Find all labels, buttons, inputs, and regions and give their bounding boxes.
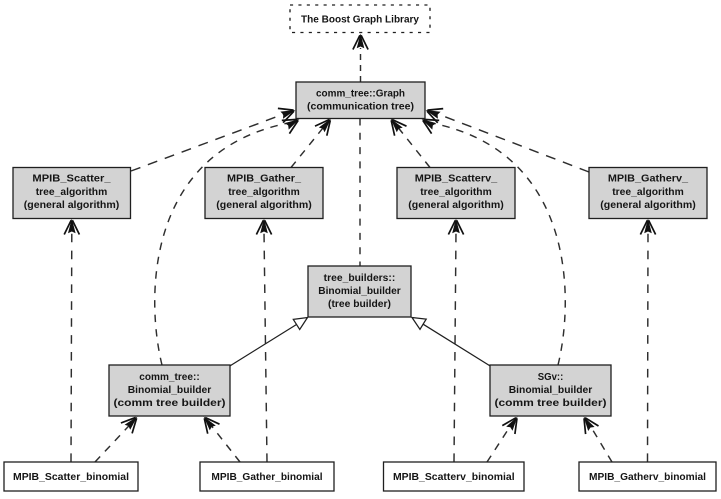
svg-text:(comm tree builder): (comm tree builder) (114, 398, 226, 409)
svg-text:The Boost Graph Library: The Boost Graph Library (301, 14, 419, 25)
svg-text:tree_algorithm: tree_algorithm (228, 187, 300, 198)
svg-text:comm_tree::Graph: comm_tree::Graph (316, 88, 405, 99)
svg-text:Binomial_builder: Binomial_builder (509, 385, 593, 396)
svg-text:Binomial_builder: Binomial_builder (318, 286, 401, 297)
svg-text:MPIB_Scatter_binomial: MPIB_Scatter_binomial (13, 472, 129, 483)
svg-text:(comm tree builder): (comm tree builder) (495, 398, 607, 409)
svg-text:(general algorithm): (general algorithm) (408, 200, 504, 211)
svg-text:(communication tree): (communication tree) (307, 102, 414, 113)
svg-text:MPIB_Scatterv_binomial: MPIB_Scatterv_binomial (393, 472, 515, 483)
svg-text:MPIB_Scatterv_: MPIB_Scatterv_ (415, 174, 498, 185)
svg-text:tree_algorithm: tree_algorithm (612, 187, 684, 198)
svg-text:tree_algorithm: tree_algorithm (36, 187, 108, 198)
svg-text:(general algorithm): (general algorithm) (24, 200, 120, 211)
svg-text:tree_builders::: tree_builders:: (324, 273, 396, 284)
svg-text:MPIB_Gather_: MPIB_Gather_ (227, 174, 301, 185)
svg-text:(tree builder): (tree builder) (328, 299, 391, 310)
svg-text:(general algorithm): (general algorithm) (216, 200, 312, 211)
svg-text:tree_algorithm: tree_algorithm (420, 187, 492, 198)
svg-text:MPIB_Gather_binomial: MPIB_Gather_binomial (211, 472, 322, 483)
svg-text:comm_tree::: comm_tree:: (139, 372, 199, 383)
svg-text:Binomial_builder: Binomial_builder (128, 385, 212, 396)
svg-text:(general algorithm): (general algorithm) (600, 200, 696, 211)
svg-text:MPIB_Gatherv_: MPIB_Gatherv_ (608, 174, 689, 185)
svg-text:MPIB_Gatherv_binomial: MPIB_Gatherv_binomial (589, 472, 706, 483)
svg-text:MPIB_Scatter_: MPIB_Scatter_ (32, 174, 111, 185)
svg-text:SGv::: SGv:: (538, 372, 564, 383)
